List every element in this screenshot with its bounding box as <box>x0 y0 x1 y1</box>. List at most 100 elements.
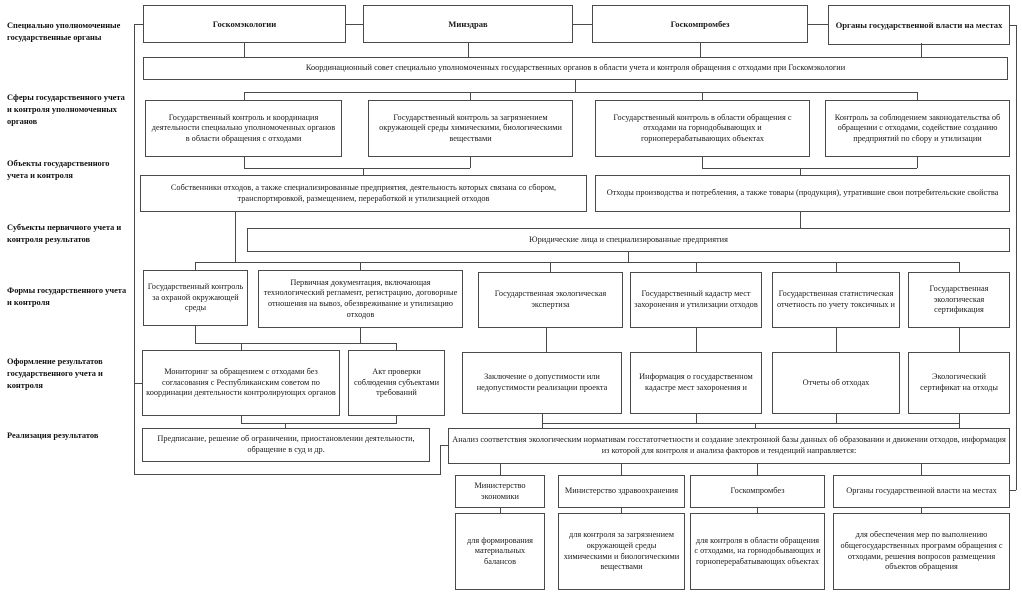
connector-line <box>195 343 397 344</box>
box-goskomprombez-header: Госкомпромбез <box>690 475 825 508</box>
connector-line <box>134 383 142 384</box>
connector-line <box>241 423 397 424</box>
connector-line <box>575 80 576 92</box>
connector-line <box>440 445 441 474</box>
connector-line <box>396 416 397 423</box>
box-ministry-economy-purpose: для формирования материальных балансов <box>455 513 545 590</box>
connector-line <box>621 464 622 475</box>
box-ministry-health-header: Министерство здравоохранения <box>558 475 685 508</box>
connector-line <box>195 262 196 270</box>
connector-line <box>628 252 629 262</box>
box-result-eco-certificate: Экологический сертификат на отходы <box>908 352 1010 414</box>
row-label-implementation: Реализация результатов <box>7 431 99 440</box>
connector-line <box>244 168 470 169</box>
connector-line <box>550 262 551 272</box>
connector-line <box>285 423 286 428</box>
connector-line <box>195 262 960 263</box>
box-ministry-health-purpose: для контроля за загрязнением окружающей … <box>558 513 685 590</box>
box-goskomprombez-purpose: для контроля в области обращения с отход… <box>690 513 825 590</box>
box-sphere-mining-control: Государственный контроль в области обращ… <box>595 100 810 157</box>
box-form-ecological-expertise: Государственная экологическая экспертиза <box>478 272 623 328</box>
box-prescription: Предписание, решение об ограничении, при… <box>142 428 430 462</box>
connector-line <box>702 92 703 100</box>
connector-line <box>573 24 592 25</box>
connector-line <box>195 326 196 343</box>
connector-line <box>500 464 501 475</box>
box-result-conclusion: Заключение о допустимости или недопустим… <box>462 352 622 414</box>
connector-line <box>360 328 361 343</box>
connector-line <box>696 328 697 352</box>
box-result-cadastre-info: Информация о государственном кадастре ме… <box>630 352 762 414</box>
box-analysis: Анализ соответствия экологическим нормат… <box>448 428 1010 464</box>
connector-line <box>244 43 245 57</box>
connector-line <box>757 464 758 475</box>
connector-line <box>363 168 364 175</box>
connector-line <box>244 157 245 168</box>
connector-line <box>921 464 922 475</box>
box-sphere-control-coordination: Государственный контроль и координация д… <box>145 100 342 157</box>
connector-line <box>696 262 697 272</box>
connector-line <box>1016 25 1017 490</box>
box-form-primary-documentation: Первичная документация, включающая техно… <box>258 270 463 328</box>
connector-line <box>808 24 828 25</box>
connector-line <box>836 328 837 352</box>
connector-line <box>241 416 242 423</box>
connector-line <box>702 157 703 168</box>
box-ministry-economy-header: Министерство экономики <box>455 475 545 508</box>
box-object-waste-owners: Собственники отходов, а также специализи… <box>140 175 587 212</box>
connector-line <box>244 92 245 100</box>
connector-line <box>134 474 441 475</box>
connector-line <box>959 414 960 428</box>
connector-line <box>468 43 469 57</box>
row-label-objects: Объекты государст­венного учета и контро… <box>7 159 110 181</box>
connector-line <box>134 24 143 25</box>
connector-line <box>959 328 960 352</box>
box-result-monitoring: Мониторинг за обращением с отходами без … <box>142 350 340 416</box>
box-goskomprombez: Госкомпромбез <box>592 5 808 43</box>
connector-line <box>702 168 917 169</box>
connector-line <box>621 508 622 513</box>
box-result-inspection-act: Акт проверки соблюдения субъектами требо… <box>348 350 445 416</box>
box-minzdrav: Минздрав <box>363 5 573 43</box>
box-goskomekologii: Госкомэкологии <box>143 5 346 43</box>
box-local-authorities-header: Органы государственной власти на местах <box>833 475 1010 508</box>
connector-line <box>800 168 801 175</box>
row-label-subjects: Субъекты первичного учета и контроля рез… <box>7 223 122 245</box>
connector-line <box>917 157 918 168</box>
box-local-authorities: Органы государственной власти на местах <box>828 5 1010 45</box>
box-object-production-waste: Отходы производства и потребления, а так… <box>595 175 1010 212</box>
box-legal-entities: Юридические лица и специализированные пр… <box>247 228 1010 252</box>
connector-line <box>800 212 801 228</box>
row-label-result-registration: Оформление результатов государственного … <box>7 357 103 391</box>
connector-line <box>360 262 361 270</box>
connector-line <box>241 343 242 350</box>
connector-line <box>134 24 135 474</box>
box-form-state-cadastre: Государственный кадастр мест захоронения… <box>630 272 762 328</box>
connector-line <box>244 92 918 93</box>
box-form-env-protection-control: Государственный контроль за охраной окру… <box>143 270 248 326</box>
connector-line <box>546 328 547 352</box>
connector-line <box>396 343 397 350</box>
connector-line <box>755 423 756 428</box>
connector-line <box>500 508 501 513</box>
connector-line <box>470 92 471 100</box>
box-local-authorities-purpose: для обеспечения мер по выполнению общего… <box>833 513 1010 590</box>
connector-line <box>542 414 543 428</box>
box-coordination-council: Координационный совет специально уполном… <box>143 57 1008 80</box>
connector-line <box>542 423 960 424</box>
connector-line <box>700 43 701 57</box>
connector-line <box>346 24 363 25</box>
row-label-forms: Формы государствен­ного учета и контроля <box>7 286 127 308</box>
connector-line <box>470 157 471 168</box>
box-result-waste-reports: Отчеты об отходах <box>772 352 900 414</box>
box-sphere-pollution-control: Государственный контроль за загрязнением… <box>368 100 573 157</box>
connector-line <box>235 212 236 262</box>
connector-line <box>921 43 922 57</box>
connector-line <box>836 414 837 423</box>
row-label-authorized-bodies: Специально уполномоченные государственны… <box>7 21 121 43</box>
connector-line <box>1010 25 1016 26</box>
connector-line <box>1010 490 1016 491</box>
connector-line <box>757 508 758 513</box>
box-form-statistical-reporting: Государственная статистическая отчетност… <box>772 272 900 328</box>
